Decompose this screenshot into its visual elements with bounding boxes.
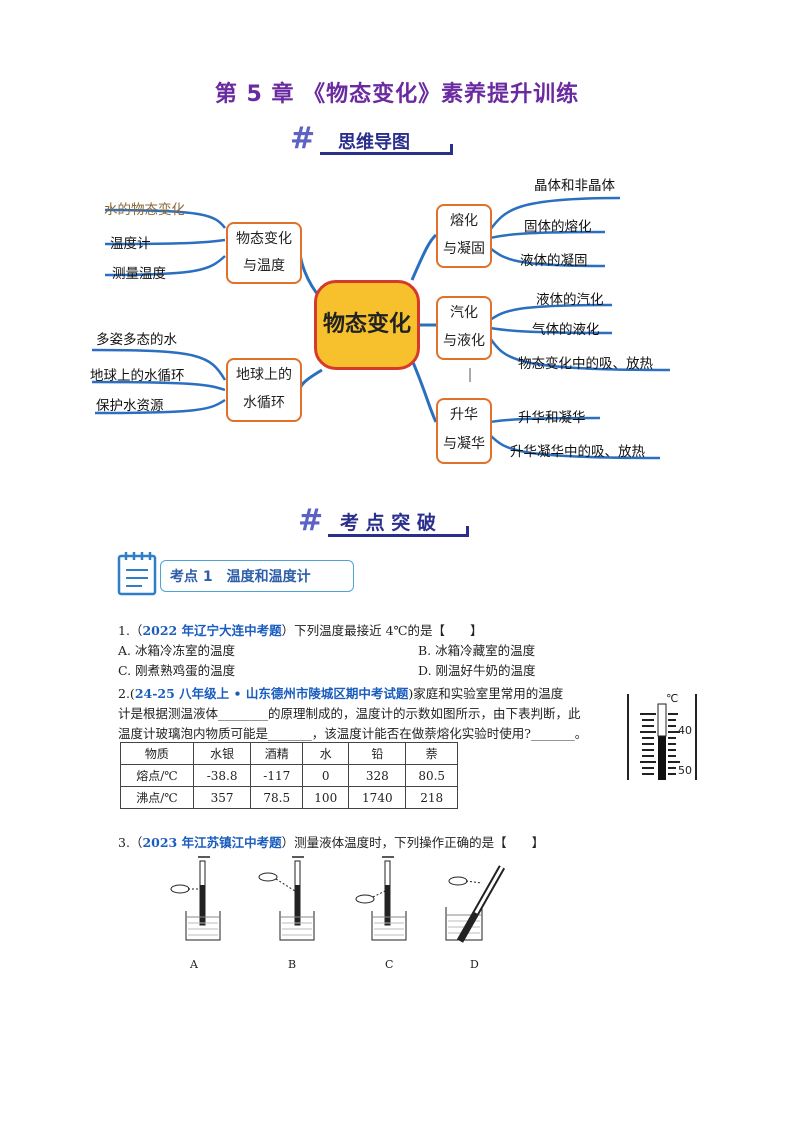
table-cell: 物质 bbox=[120, 742, 194, 765]
mindmap-node-state-temperature: 物态变化 与温度 bbox=[226, 222, 302, 284]
table-cell: 357 bbox=[192, 786, 252, 809]
banner-underline bbox=[320, 152, 452, 155]
leaf-sublimation-deposition: 升华和凝华 bbox=[518, 410, 586, 426]
q3-option-a[interactable]: A bbox=[190, 958, 198, 971]
mindmap-node-melting: 熔化 与凝固 bbox=[436, 204, 492, 268]
node-line1: 熔化 bbox=[450, 213, 478, 229]
q3-figure-a bbox=[170, 856, 221, 941]
table-cell: 水 bbox=[302, 742, 350, 765]
node-line2: 与温度 bbox=[243, 258, 285, 274]
thermometer-unit: ℃ bbox=[666, 692, 679, 705]
leaf-gas-liquefaction: 气体的液化 bbox=[532, 322, 600, 338]
table-cell: 酒精 bbox=[250, 742, 304, 765]
q1-source: 2022 年辽宁大连中考题 bbox=[142, 623, 282, 638]
table-cell: 萘 bbox=[405, 742, 458, 765]
table-cell: 218 bbox=[405, 786, 458, 809]
points-banner: # 考 点 突 破 bbox=[298, 503, 478, 538]
node-line1: 地球上的 bbox=[236, 367, 292, 383]
q3-source: 2023 年江苏镇江中考题 bbox=[142, 835, 282, 850]
node-line1: 汽化 bbox=[450, 305, 478, 321]
q3-option-c[interactable]: C bbox=[385, 958, 394, 971]
node-line2: 与凝固 bbox=[443, 241, 485, 257]
thermometer-tick-40: 40 bbox=[678, 724, 692, 737]
thermometer-drawing bbox=[627, 694, 697, 780]
table-row: 沸点/℃ 357 78.5 100 1740 218 bbox=[120, 786, 458, 809]
q3-option-d[interactable]: D bbox=[470, 958, 479, 971]
mindmap-center: 物态变化 bbox=[314, 280, 420, 370]
q1-num: 1.（ bbox=[118, 623, 143, 638]
q2-line3: 温度计玻璃泡内物质可能是_______，该温度计能否在做萘熔化实验时使用?___… bbox=[118, 726, 588, 741]
q2-source: 24-25 八年级上 • 山东德州市陵城区期中考试题 bbox=[134, 686, 409, 701]
node-line2: 与凝华 bbox=[443, 436, 485, 452]
hash-icon: # bbox=[298, 503, 324, 538]
q1-stem-text: ）下列温度最接近 4℃的是【 】 bbox=[281, 623, 483, 638]
q3-figure-b bbox=[258, 856, 315, 941]
mindmap-banner: # 思维导图 bbox=[290, 121, 470, 156]
mindmap-node-vaporization: 汽化 与液化 bbox=[436, 296, 492, 360]
q1-option-d[interactable]: D. 刚温好牛奶的温度 bbox=[418, 663, 536, 678]
q2-line1-tail: )家庭和实验室里常用的温度 bbox=[408, 686, 564, 701]
table-row: 熔点/℃ -38.8 -117 0 328 80.5 bbox=[120, 764, 458, 787]
leaf-measure-temp: 测量温度 bbox=[112, 266, 166, 282]
banner-underline-tick bbox=[450, 144, 453, 155]
q1-option-a[interactable]: A. 冰箱冷冻室的温度 bbox=[118, 643, 235, 658]
table-cell: -38.8 bbox=[192, 764, 252, 787]
page-title: 第 5 章 《物态变化》素养提升训练 bbox=[214, 82, 580, 107]
q2-table: 物质 水银 酒精 水 铅 萘 熔点/℃ -38.8 -117 0 328 80.… bbox=[120, 742, 458, 809]
table-cell: 80.5 bbox=[405, 764, 458, 787]
table-cell: 熔点/℃ bbox=[120, 764, 194, 787]
q1-stem: 1.（2022 年辽宁大连中考题）下列温度最接近 4℃的是【 】 bbox=[118, 620, 483, 639]
table-cell: 78.5 bbox=[250, 786, 304, 809]
table-cell: -117 bbox=[250, 764, 304, 787]
points-banner-label: 考 点 突 破 bbox=[340, 512, 436, 534]
table-cell: 1740 bbox=[348, 786, 407, 809]
q1-option-c[interactable]: C. 刚煮熟鸡蛋的温度 bbox=[118, 663, 236, 678]
hash-icon: # bbox=[290, 121, 316, 156]
node-line2: 水循环 bbox=[243, 395, 285, 411]
thermometer-tick-50: 50 bbox=[678, 764, 692, 777]
table-cell: 水银 bbox=[192, 742, 252, 765]
q3-option-b[interactable]: B bbox=[288, 958, 297, 971]
banner-underline bbox=[328, 534, 468, 537]
notebook-icon bbox=[117, 552, 157, 596]
mindmap-connectors bbox=[91, 196, 671, 460]
leaf-liquid-freezing: 液体的凝固 bbox=[520, 253, 588, 269]
banner-underline-tick bbox=[466, 526, 469, 537]
leaf-solid-melting: 固体的熔化 bbox=[524, 219, 592, 235]
leaf-sublimation-heat: 升华凝华中的吸、放热 bbox=[510, 444, 645, 460]
leaf-water-state: 水的物态变化 bbox=[104, 202, 185, 218]
mindmap-node-sublimation: 升华 与凝华 bbox=[436, 398, 492, 464]
q3-stem: 3.（2023 年江苏镇江中考题）测量液体温度时，下列操作正确的是【 】 bbox=[118, 832, 544, 851]
leaf-liquid-vaporization: 液体的汽化 bbox=[536, 292, 604, 308]
node-line2: 与液化 bbox=[443, 333, 485, 349]
thermometer-figure: ℃ 40 50 bbox=[626, 690, 698, 782]
table-cell: 0 bbox=[302, 764, 350, 787]
q3-num: 3.（ bbox=[118, 835, 143, 850]
q2-line2: 计是根据测温液体________的原理制成的，温度计的示数如图所示，由下表判断，… bbox=[118, 706, 581, 721]
q3-figures bbox=[170, 856, 506, 943]
table-cell: 100 bbox=[302, 786, 350, 809]
q3-figure-c bbox=[355, 856, 407, 941]
table-header-row: 物质 水银 酒精 水 铅 萘 bbox=[120, 742, 458, 765]
q3-figure-d bbox=[445, 865, 506, 943]
kaodian-label: 考点 1 温度和温度计 bbox=[170, 569, 311, 585]
table-cell: 328 bbox=[348, 764, 407, 787]
q1-option-b[interactable]: B. 冰箱冷藏室的温度 bbox=[418, 643, 536, 658]
leaf-heat-absorb-release: 物态变化中的吸、放热 bbox=[518, 356, 653, 372]
q2-num: 2.( bbox=[118, 686, 135, 701]
q3-stem-text: ）测量液体温度时，下列操作正确的是【 】 bbox=[281, 835, 545, 850]
table-cell: 铅 bbox=[348, 742, 407, 765]
leaf-thermometer: 温度计 bbox=[110, 236, 151, 252]
leaf-crystal: 晶体和非晶体 bbox=[534, 178, 615, 194]
leaf-water-forms: 多姿多态的水 bbox=[96, 332, 177, 348]
mindmap-banner-label: 思维导图 bbox=[338, 132, 410, 153]
table-cell: 沸点/℃ bbox=[120, 786, 194, 809]
q2-line1: 2.(24-25 八年级上 • 山东德州市陵城区期中考试题)家庭和实验室里常用的… bbox=[118, 683, 563, 702]
leaf-protect-water: 保护水资源 bbox=[96, 398, 164, 414]
kaodian-box bbox=[160, 560, 354, 592]
node-line1: 升华 bbox=[450, 407, 478, 423]
leaf-earth-water-cycle: 地球上的水循环 bbox=[90, 368, 185, 384]
node-line1: 物态变化 bbox=[236, 231, 292, 247]
mindmap-node-water-cycle: 地球上的 水循环 bbox=[226, 358, 302, 422]
